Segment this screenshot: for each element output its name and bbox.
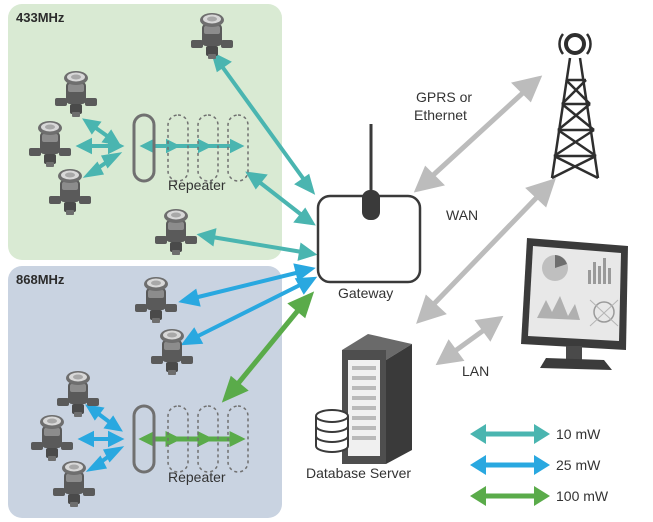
gprs-label-line1: GPRS or (416, 89, 472, 105)
repeater-label-868: Repeater (168, 469, 226, 485)
gprs-label-line2: Ethernet (414, 107, 467, 123)
repeater-label-433: Repeater (168, 177, 226, 193)
monitor-icon (521, 238, 628, 370)
radio-tower-icon (550, 33, 600, 180)
legend-item-100mw: 100 mW (470, 486, 609, 506)
legend-label-100mw: 100 mW (556, 488, 609, 504)
wan-links (413, 75, 556, 366)
gateway-label: Gateway (338, 285, 393, 301)
database-server-icon (315, 334, 412, 464)
legend-label-10mw: 10 mW (556, 426, 601, 442)
database-server-label: Database Server (306, 465, 411, 481)
teal-links (75, 51, 318, 261)
legend: 10 mW 25 mW 100 mW (470, 424, 609, 506)
legend-label-25mw: 25 mW (556, 457, 601, 473)
legend-item-10mw: 10 mW (470, 424, 601, 444)
legend-item-25mw: 25 mW (470, 455, 601, 475)
zone-868-label: 868MHz (16, 272, 65, 287)
lan-label: LAN (462, 363, 489, 379)
blue-links (77, 263, 318, 472)
green-links (138, 291, 315, 448)
wan-label: WAN (446, 207, 478, 223)
gateway-icon (316, 124, 422, 284)
zone-433-label: 433MHz (16, 10, 65, 25)
